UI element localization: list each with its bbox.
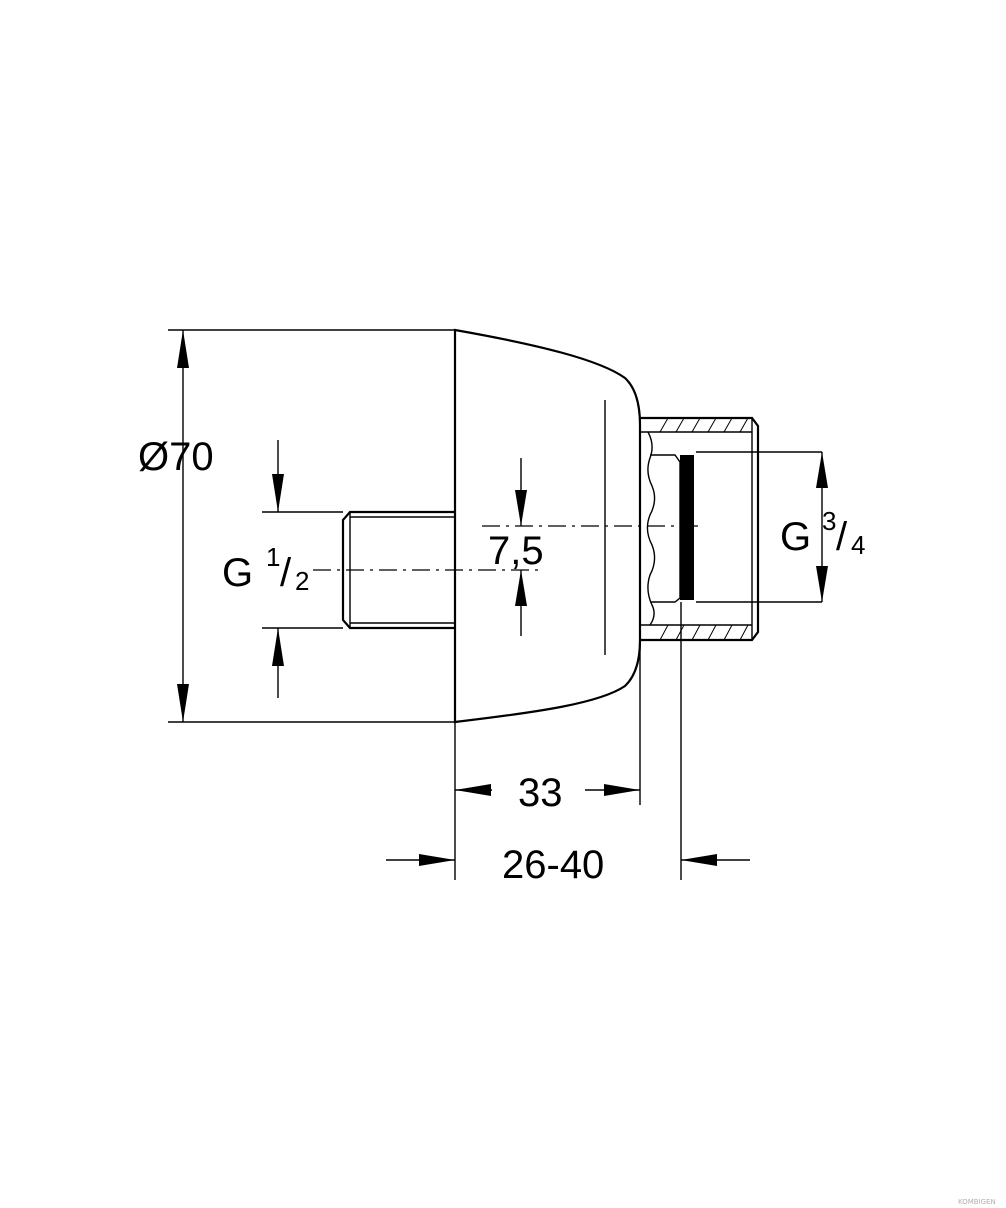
svg-text:1: 1	[266, 542, 280, 572]
offset-dimension	[515, 458, 527, 636]
outlet-thread-label: G 3 / 4	[780, 506, 865, 560]
svg-text:4: 4	[851, 530, 865, 560]
range-label: 26-40	[502, 843, 604, 887]
svg-text:2: 2	[295, 566, 309, 596]
svg-text:3: 3	[822, 506, 836, 536]
diameter-dimension	[168, 329, 455, 723]
svg-text:/: /	[836, 515, 848, 559]
thread-hatching-top	[659, 417, 749, 433]
svg-text:/: /	[280, 551, 292, 595]
watermark-text: KOMBIGEN	[958, 1198, 996, 1206]
diameter-label: Ø70	[138, 435, 214, 479]
seal-ring	[680, 455, 694, 600]
outlet-thread-dimension	[816, 452, 828, 602]
depth-label: 33	[518, 771, 563, 815]
svg-text:G: G	[780, 515, 811, 559]
depth-dimension	[454, 640, 641, 880]
inlet-thread-dimension	[262, 440, 343, 698]
center-lines	[313, 525, 700, 571]
offset-label: 7,5	[488, 529, 544, 573]
svg-text:G: G	[222, 551, 253, 595]
inlet-thread-stub	[341, 510, 455, 630]
thread-hatching-bottom	[659, 624, 749, 641]
range-dimension	[386, 602, 750, 880]
outlet-fitting	[640, 416, 822, 642]
inlet-thread-label: G 1 / 2	[222, 542, 309, 596]
